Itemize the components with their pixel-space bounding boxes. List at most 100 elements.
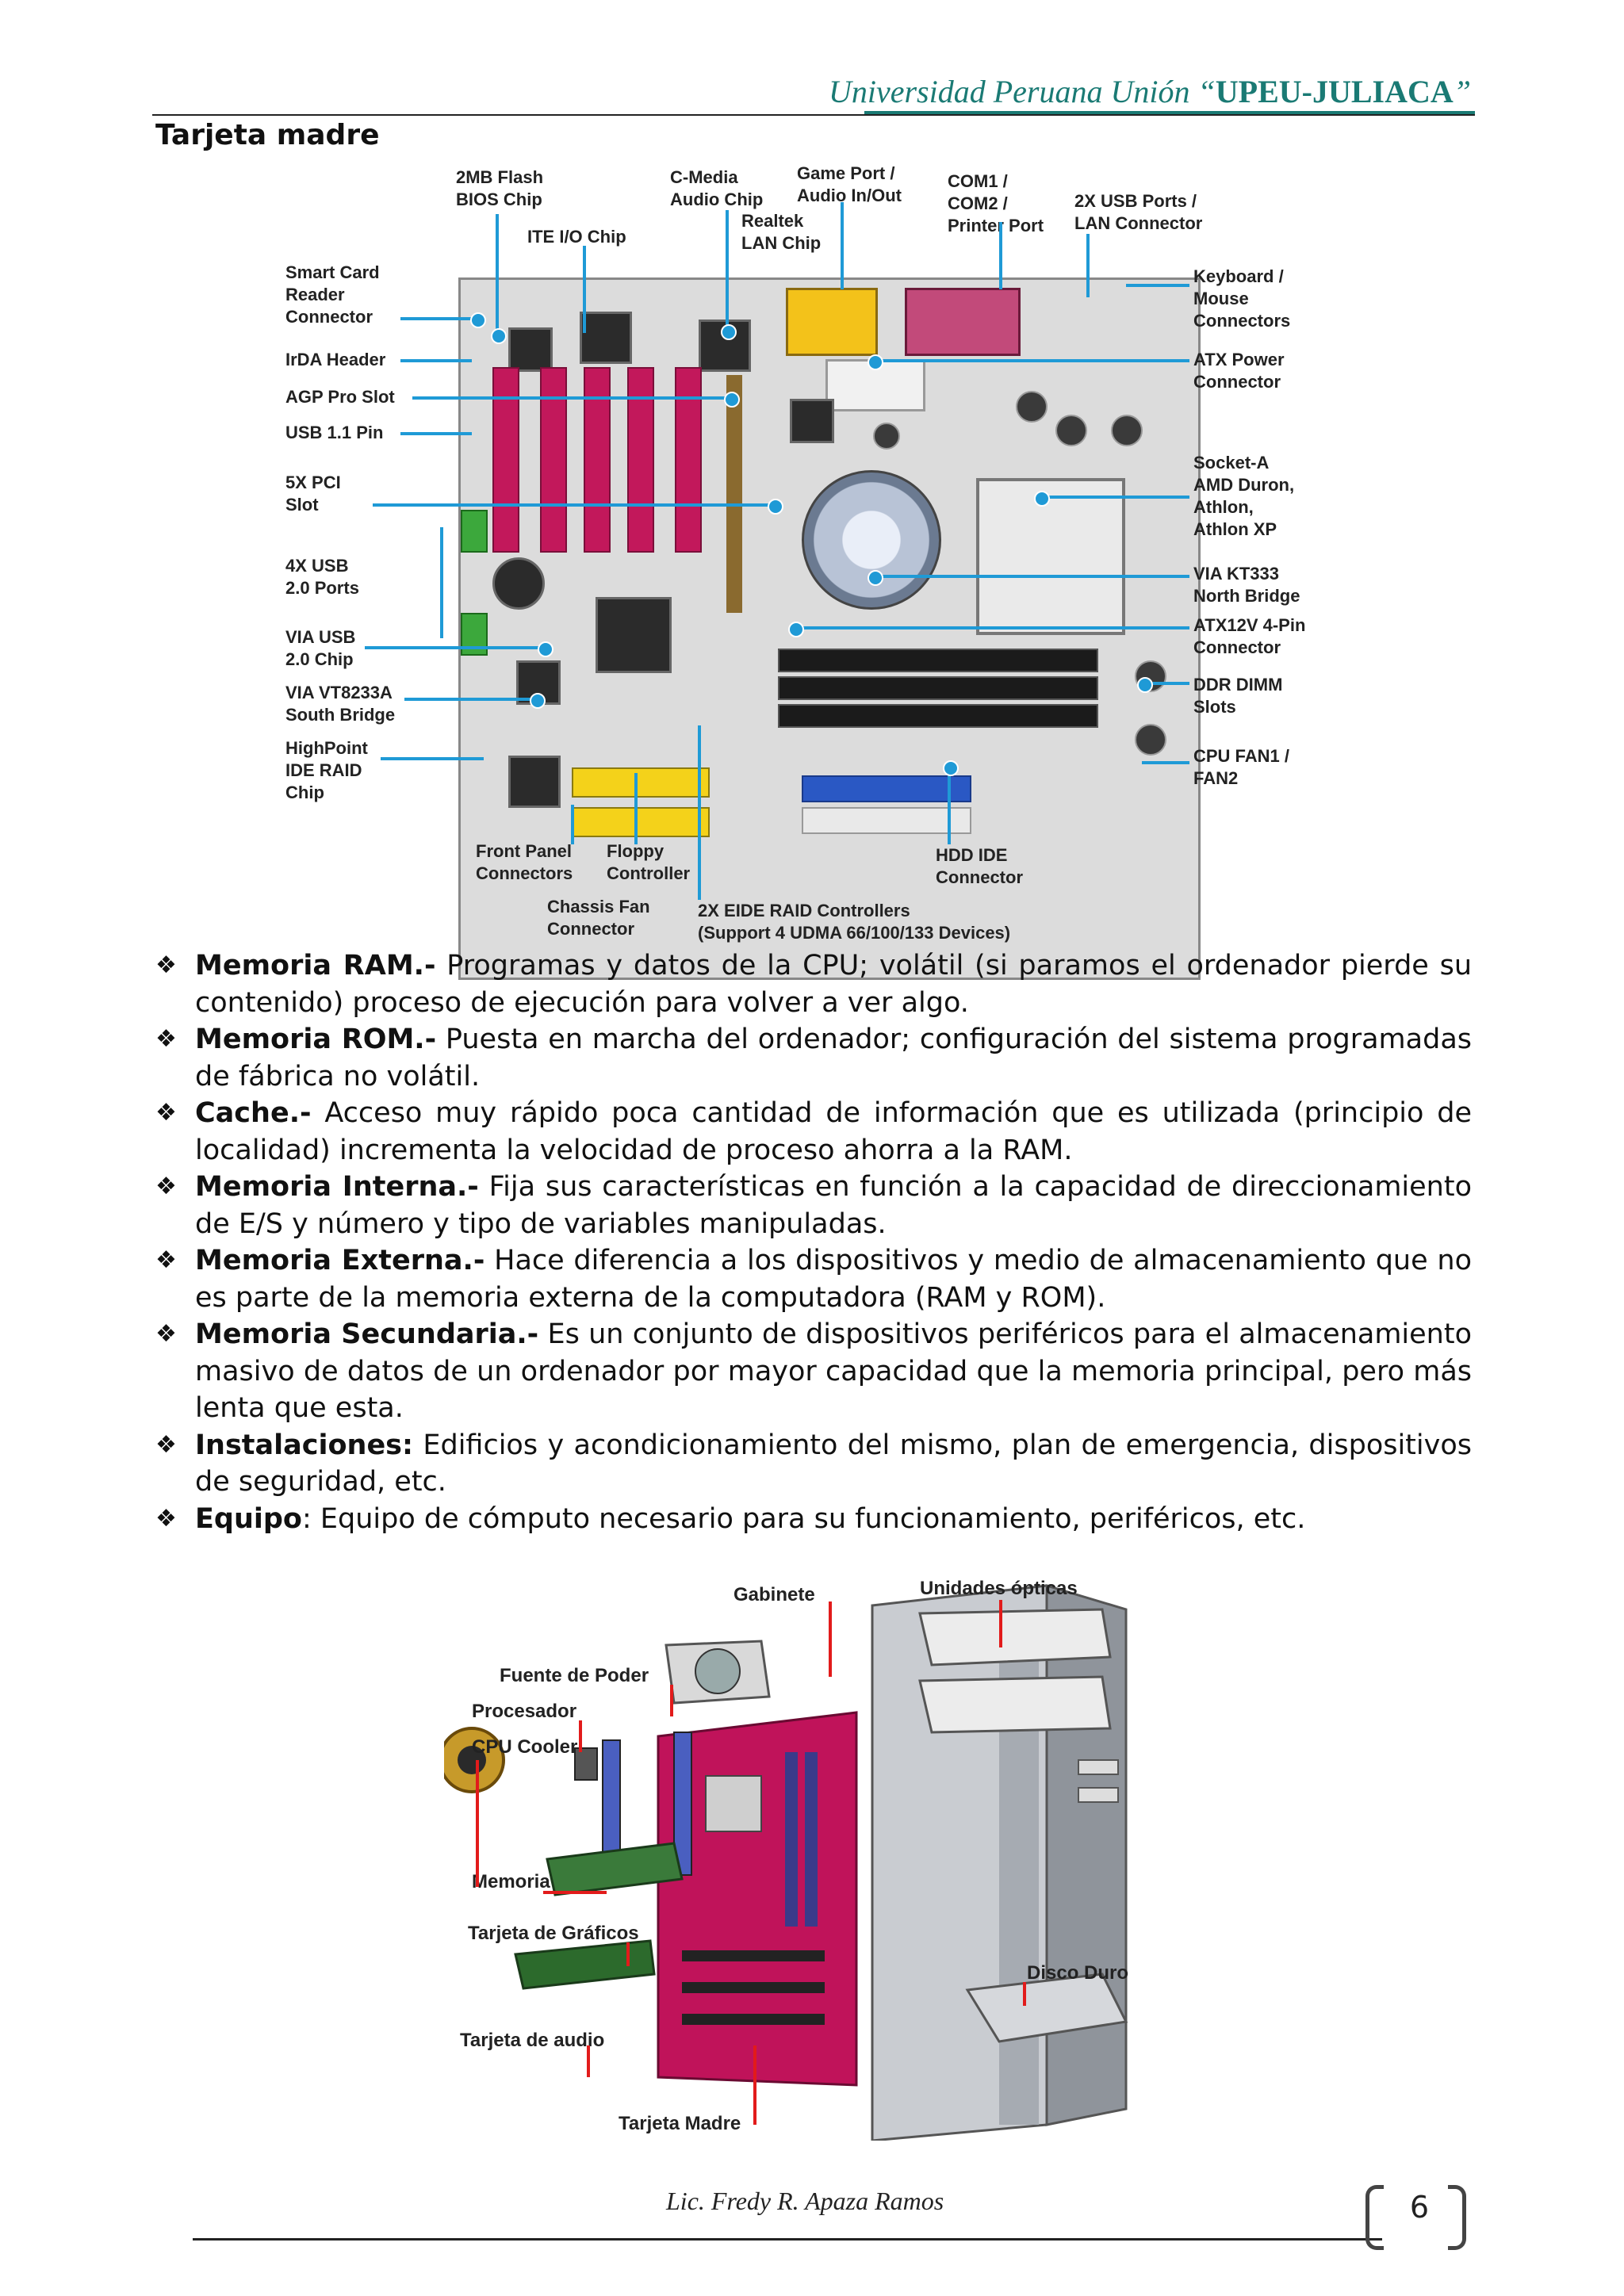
pci-slot-graphic — [627, 367, 654, 553]
label-cpu-fan: CPU FAN1 / FAN2 — [1193, 746, 1290, 788]
label-irda: IrDA Header — [285, 350, 386, 369]
leader-line — [440, 527, 443, 638]
io-chip-graphic — [580, 312, 632, 364]
label-north-bridge: VIA KT333 North Bridge — [1193, 564, 1300, 606]
pci-slot-graphic — [682, 1950, 825, 1961]
leader-dot — [470, 312, 486, 328]
eide-connector-graphic — [572, 767, 710, 798]
label-usb-lan: 2X USB Ports / LAN Connector — [1074, 191, 1203, 233]
chipset-fan-graphic — [802, 470, 941, 610]
leader-line — [571, 805, 574, 844]
leader-dot — [868, 354, 883, 370]
diamond-bullet-icon: ❖ — [155, 1504, 177, 1533]
cooler-hub-graphic — [458, 1746, 486, 1774]
agp-slot-graphic — [726, 375, 742, 613]
diamond-bullet-icon: ❖ — [155, 1025, 177, 1053]
leader-line — [496, 214, 499, 333]
leader-line — [1142, 761, 1189, 764]
optical-drive-graphic — [918, 1608, 1112, 1667]
bay-cover-graphic — [1078, 1787, 1119, 1803]
label-south-bridge: VIA VT8233A South Bridge — [285, 683, 396, 725]
label-memoria: Memoria — [472, 1871, 550, 1892]
label-agp: AGP Pro Slot — [285, 387, 395, 407]
label-pci: 5X PCI Slot — [285, 473, 341, 515]
list-item: ❖Equipo: Equipo de cómputo necesario par… — [155, 1501, 1472, 1538]
audio-card-graphic — [514, 1939, 656, 1990]
leader-line — [829, 1601, 832, 1677]
battery-graphic — [492, 557, 545, 610]
diamond-bullet-icon: ❖ — [155, 1430, 177, 1459]
label-gabinete: Gabinete — [733, 1584, 815, 1605]
diamond-bullet-icon: ❖ — [155, 951, 177, 979]
motherboard-figure: 2MB Flash BIOS Chip ITE I/O Chip C-Media… — [270, 155, 1316, 980]
leader-dot — [724, 392, 740, 408]
eide-connector-graphic — [572, 807, 710, 837]
capacitor-graphic — [1055, 415, 1087, 446]
label-graficos: Tarjeta de Gráficos — [468, 1923, 639, 1944]
label-usb11: USB 1.1 Pin — [285, 423, 384, 442]
label-disco: Disco Duro — [1027, 1962, 1129, 1984]
label-floppy: Floppy Controller — [607, 841, 691, 883]
leader-line — [1023, 1982, 1026, 2006]
bay-cover-graphic — [1078, 1759, 1119, 1775]
dimm-slot-graphic — [778, 649, 1098, 672]
leader-line — [543, 1891, 607, 1894]
leader-line — [793, 626, 1189, 629]
dimm-slot-graphic — [778, 676, 1098, 700]
psu-fan-graphic — [695, 1648, 741, 1694]
list-item: ❖Memoria Secundaria.- Es un conjunto de … — [155, 1316, 1472, 1427]
bios-chip-graphic — [508, 327, 553, 372]
processor-graphic — [574, 1747, 598, 1781]
list-item: ❖Memoria RAM.- Programas y datos de la C… — [155, 947, 1472, 1021]
label-hdd-ide: HDD IDE Connector — [936, 845, 1023, 887]
diamond-bullet-icon: ❖ — [155, 1320, 177, 1348]
label-highpoint: HighPoint IDE RAID Chip — [285, 738, 368, 802]
pci-slot-graphic — [682, 2014, 825, 2025]
leader-dot — [868, 570, 883, 586]
leader-dot — [538, 641, 553, 657]
label-ddr: DDR DIMM Slots — [1193, 675, 1283, 717]
optical-drive-graphic — [918, 1675, 1112, 1734]
diamond-bullet-icon: ❖ — [155, 1173, 177, 1200]
label-smart-card: Smart Card Reader Connector — [285, 262, 380, 327]
leader-line — [400, 432, 472, 435]
computer-components-figure: Gabinete Unidades ópticas Fuente de Pode… — [439, 1570, 1182, 2142]
pci-slot-graphic — [584, 367, 611, 553]
graphics-card-graphic — [546, 1842, 684, 1896]
label-socket-a: Socket-A AMD Duron, Athlon, Athlon XP — [1193, 453, 1295, 539]
list-item: ❖Cache.- Acceso muy rápido poca cantidad… — [155, 1095, 1472, 1169]
leader-dot — [788, 622, 804, 637]
label-front-panel: Front Panel Connectors — [476, 841, 573, 883]
leader-line — [381, 757, 484, 760]
leader-line — [1039, 496, 1189, 499]
south-bridge-graphic — [596, 597, 672, 673]
label-game-port: Game Port / Audio In/Out — [797, 163, 902, 205]
label-audio: Tarjeta de audio — [460, 2030, 605, 2051]
leader-line — [872, 575, 1189, 578]
leader-line — [476, 1760, 479, 1887]
lan-chip-graphic — [790, 399, 834, 443]
leader-dot — [721, 324, 737, 340]
page-bracket-right-icon — [1448, 2185, 1466, 2250]
leader-line — [626, 1942, 630, 1966]
list-item: ❖Memoria ROM.- Puesta en marcha del orde… — [155, 1021, 1472, 1095]
footer-author: Lic. Fredy R. Apaza Ramos — [666, 2187, 944, 2215]
pci-slot-graphic — [540, 367, 567, 553]
raid-chip-graphic — [508, 756, 561, 808]
leader-line — [670, 1685, 673, 1716]
pci-slot-graphic — [492, 367, 519, 553]
label-flash-bios: 2MB Flash BIOS Chip — [456, 167, 544, 209]
leader-line — [999, 222, 1002, 289]
footer-rule — [193, 2238, 1382, 2241]
pci-slot-graphic — [675, 367, 702, 553]
capacitor-graphic — [1135, 724, 1166, 756]
label-cooler: CPU Cooler — [472, 1736, 578, 1758]
game-port-graphic — [786, 288, 878, 356]
pci-slot-graphic — [682, 1982, 825, 1993]
case-front-panel — [1045, 1583, 1128, 2126]
page-number: 6 — [1409, 2190, 1430, 2225]
computer-illustration — [439, 1583, 1128, 2142]
socket-graphic — [705, 1775, 762, 1832]
label-keyboard: Keyboard / Mouse Connectors — [1193, 266, 1291, 331]
leader-line — [583, 246, 586, 333]
